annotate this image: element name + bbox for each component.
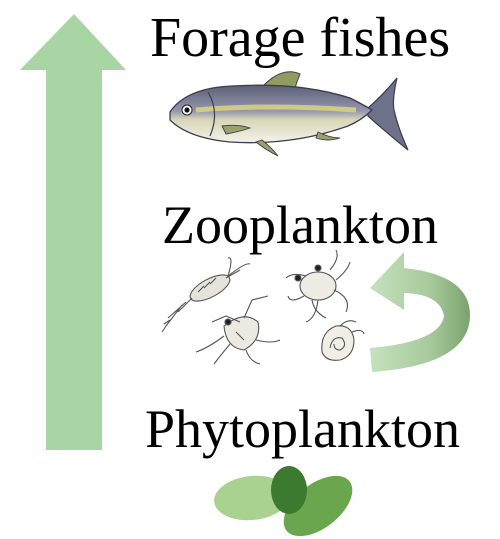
crab-larva-icon	[286, 250, 350, 322]
level-label-middle: Zooplankton	[162, 198, 438, 252]
level-label-bottom: Phytoplankton	[145, 402, 460, 456]
phytoplankton-cells-icon	[212, 464, 363, 539]
forage-fish-icon	[170, 72, 408, 156]
snail-larva-icon	[322, 321, 364, 361]
zoea-larva-icon	[196, 296, 280, 364]
level-label-top: Forage fishes	[150, 10, 450, 66]
self-loop-arrow	[370, 252, 470, 372]
trophic-up-arrow	[20, 14, 126, 450]
